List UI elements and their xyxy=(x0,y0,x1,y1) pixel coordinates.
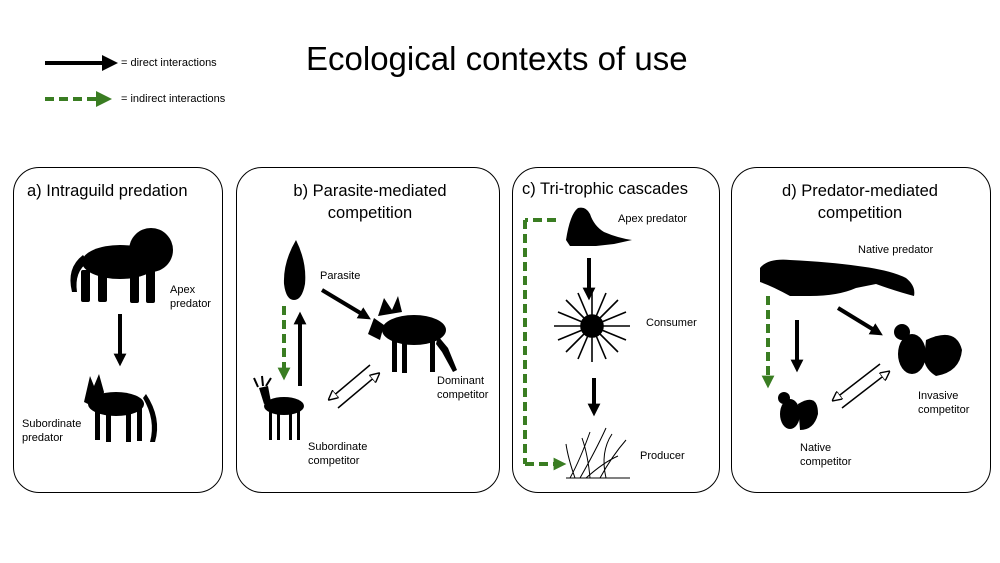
panel-d-native-label: Native competitor xyxy=(800,442,852,468)
legend-indirect-label: = indirect interactions xyxy=(121,93,226,105)
panel-b-sub-label: Subordinate competitor xyxy=(308,441,368,467)
panel-d-title: d) Predator-mediated competition xyxy=(762,180,958,224)
legend-direct-label: = direct interactions xyxy=(121,57,217,69)
parasite-icon xyxy=(283,240,306,300)
lion-icon xyxy=(70,228,173,303)
moose-icon xyxy=(368,296,457,373)
panel-d-title-line2: competition xyxy=(817,204,903,222)
panel-b-title-line2: competition xyxy=(327,204,413,222)
panel-b-title-line1: b) Parasite-mediated xyxy=(293,182,447,200)
panel-c-consumer-label: Consumer xyxy=(646,317,697,329)
panel-b-dominant-label: Dominant competitor xyxy=(437,375,489,401)
panel-c-producer-label: Producer xyxy=(640,450,685,462)
arrow-b-dominant-to-sub xyxy=(332,364,371,397)
panel-d-invasive-label: Invasive competitor xyxy=(918,390,970,416)
urchin-icon xyxy=(554,290,630,362)
panel-b-parasite-label: Parasite xyxy=(320,270,361,282)
arrow-d-native-to-invasive xyxy=(841,374,886,409)
red-squirrel-icon xyxy=(778,392,818,430)
panel-a-sub-label: Subordinate predator xyxy=(22,418,82,444)
arrow-b-parasite-to-dominant xyxy=(320,288,371,320)
panel-a-title: a) Intraguild predation xyxy=(27,182,188,200)
deer-icon xyxy=(253,375,304,440)
seal-icon xyxy=(566,207,632,246)
panel-d-title-line1: d) Predator-mediated xyxy=(782,182,938,200)
panel-d xyxy=(731,167,991,493)
kelp-icon xyxy=(565,427,630,479)
panel-c-apex-label: Apex predator xyxy=(618,213,688,225)
gray-squirrel-icon xyxy=(894,324,962,376)
arrow-b-sub-to-dominant xyxy=(337,376,376,409)
panel-b-title: b) Parasite-mediated competition xyxy=(276,180,464,224)
arrow-d-predator-to-invasive xyxy=(836,306,883,336)
panel-c xyxy=(512,167,720,493)
panel-d-predator-label: Native predator xyxy=(858,244,934,256)
jackal-icon xyxy=(84,374,158,442)
marten-icon xyxy=(760,259,915,296)
arrow-d-invasive-to-native xyxy=(836,363,881,398)
panel-a-apex-label: Apex predator xyxy=(170,284,211,310)
page-title: Ecological contexts of use xyxy=(306,40,688,77)
panel-c-title: c) Tri-trophic cascades xyxy=(522,180,688,198)
